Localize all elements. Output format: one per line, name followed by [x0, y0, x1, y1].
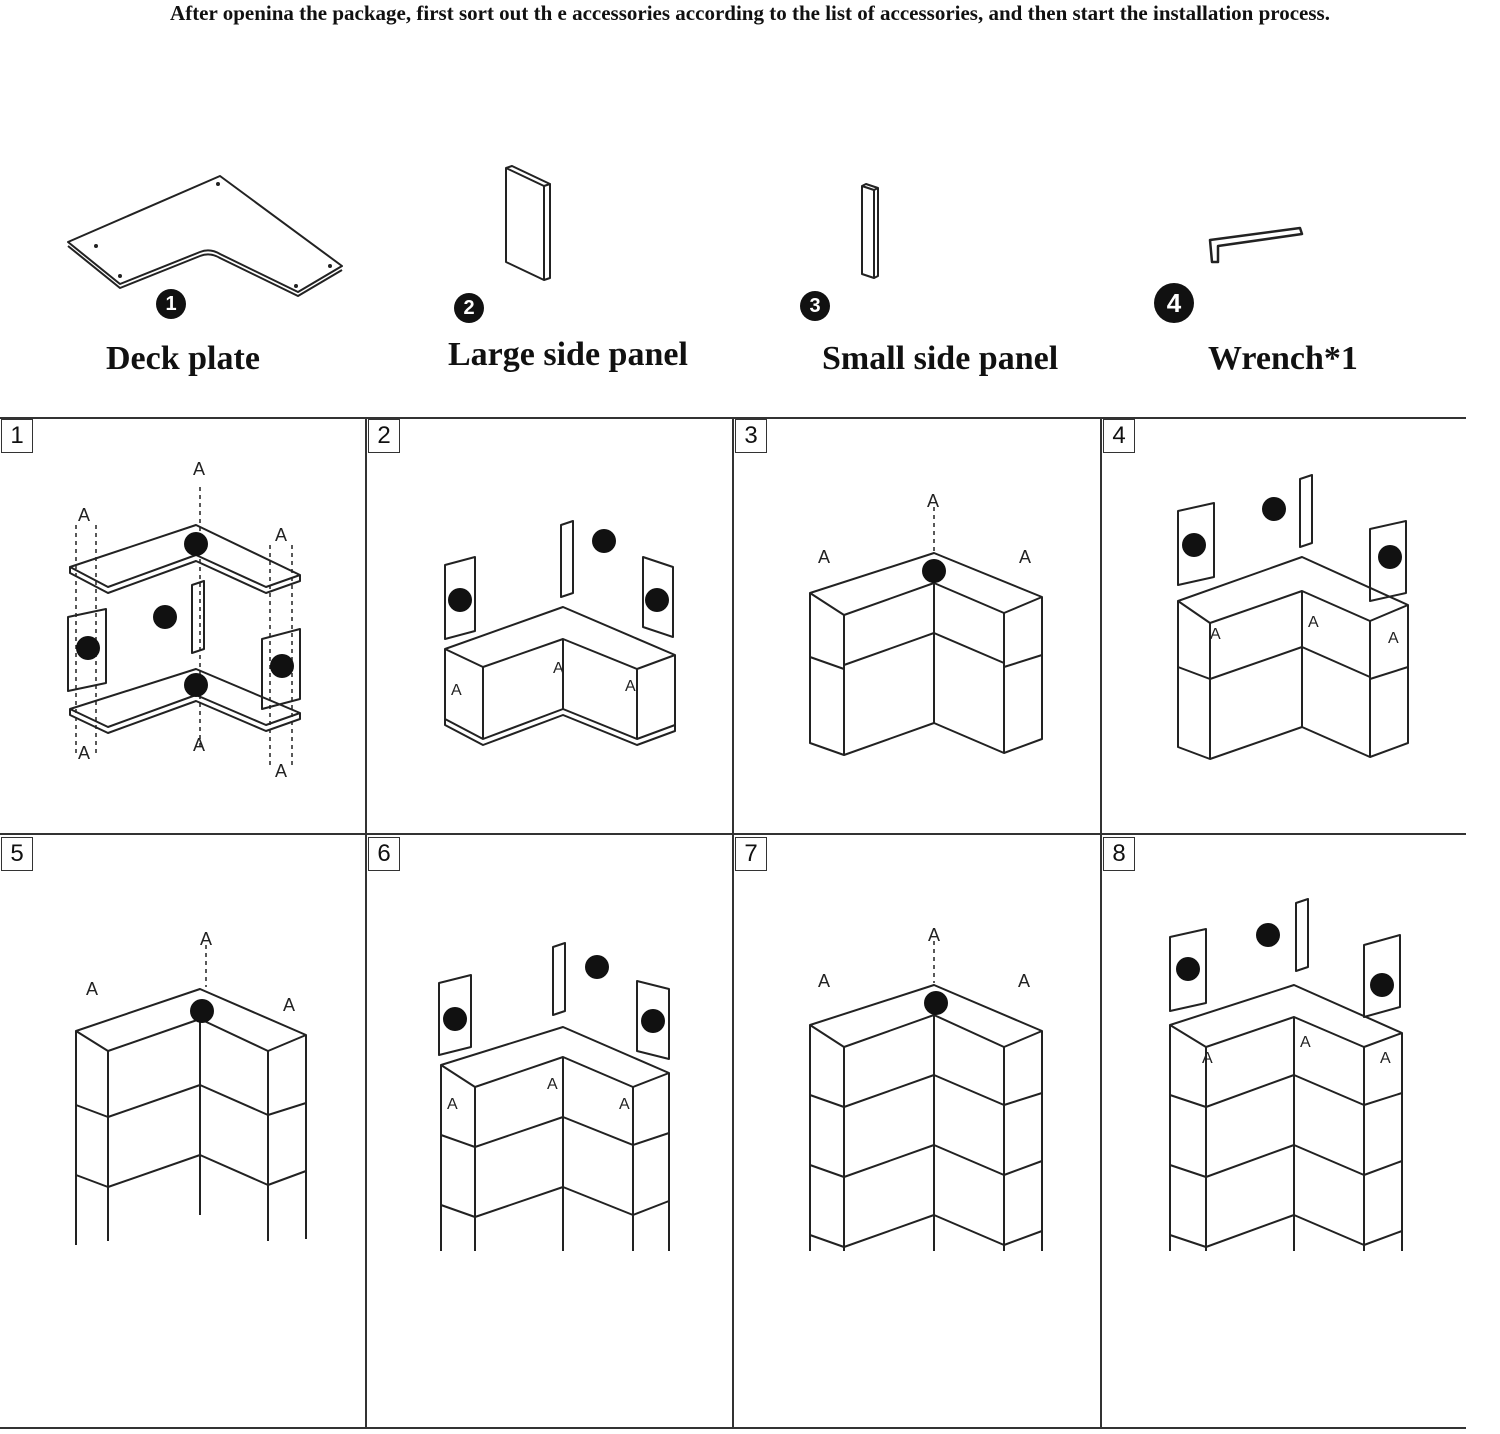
step-6-diagram: A A A — [438, 942, 670, 1251]
svg-text:A: A — [275, 525, 287, 545]
step-number: 4 — [1103, 419, 1135, 453]
svg-text:A: A — [1018, 971, 1030, 991]
assembly-step-5: 5 A A A — [0, 835, 366, 1251]
assembly-step-4: 4 A A A — [1102, 417, 1468, 833]
assembly-step-3: 3 A A A — [734, 417, 1100, 833]
step-8-diagram: AAA — [1169, 898, 1403, 1251]
svg-text:A: A — [1202, 1050, 1213, 1067]
step-7-diagram: A A A — [809, 925, 1043, 1251]
svg-text:A: A — [275, 761, 287, 781]
part-number-badge: 3 — [800, 291, 830, 321]
step-number: 7 — [735, 837, 767, 871]
part-wrench: 4 Wrench*1 — [1140, 150, 1500, 400]
svg-text:A: A — [451, 682, 462, 699]
assembly-step-2: 2 A A A — [367, 417, 733, 833]
assembly-step-8: 8 A A A — [1102, 835, 1468, 1251]
svg-text:A: A — [200, 929, 212, 949]
part-name: Large side panel — [448, 336, 688, 373]
large-side-panel-icon — [505, 165, 551, 281]
svg-text:A: A — [78, 743, 90, 763]
part-name: Small side panel — [822, 340, 1059, 377]
grid-line — [365, 417, 367, 1429]
assembly-step-1: 1 A A A A A A — [0, 417, 366, 833]
part-name: Wrench*1 — [1208, 340, 1358, 377]
svg-text:A: A — [818, 547, 830, 567]
part-number-badge: 4 — [1154, 283, 1194, 323]
step-number: 3 — [735, 419, 767, 453]
grid-line — [732, 417, 734, 1429]
svg-text:A: A — [1300, 1034, 1311, 1051]
svg-text:A: A — [547, 1076, 558, 1093]
assembly-steps-grid: 1 A A A A A A — [0, 417, 1466, 1429]
part-name: Deck plate — [106, 340, 260, 377]
assembly-step-7: 7 A A A — [734, 835, 1100, 1251]
grid-line — [1100, 417, 1102, 1429]
svg-text:A: A — [193, 735, 205, 755]
svg-text:A: A — [928, 925, 940, 945]
small-side-panel-icon — [861, 183, 879, 279]
part-large-side-panel: 2 Large side panel — [410, 150, 770, 400]
svg-text:A: A — [625, 678, 636, 695]
part-small-side-panel: 3 Small side panel — [780, 150, 1140, 400]
svg-text:A: A — [86, 979, 98, 999]
step-1-exploded-diagram: A A A A A A — [67, 459, 301, 781]
wrench-icon — [1208, 226, 1304, 264]
step-2-diagram: A A A — [444, 520, 676, 746]
svg-text:A: A — [78, 505, 90, 525]
step-number: 8 — [1103, 837, 1135, 871]
svg-text:A: A — [283, 995, 295, 1015]
step-3-diagram: A A A — [809, 491, 1043, 756]
svg-text:A: A — [818, 971, 830, 991]
deck-plate-icon — [67, 175, 343, 297]
step-4-diagram: AAA — [1177, 474, 1409, 760]
svg-text:A: A — [927, 491, 939, 511]
svg-text:A: A — [1380, 1050, 1391, 1067]
intro-instruction: After openina the package, first sort ou… — [170, 1, 1330, 25]
step-5-diagram: A A A — [75, 929, 307, 1245]
svg-text:A: A — [1388, 630, 1399, 647]
assembly-step-6: 6 A A A — [367, 835, 733, 1251]
svg-text:A: A — [1308, 614, 1319, 631]
step-number: 1 — [1, 419, 33, 453]
step-number: 5 — [1, 837, 33, 871]
svg-text:A: A — [1210, 626, 1221, 643]
svg-text:A: A — [1019, 547, 1031, 567]
svg-text:A: A — [553, 660, 564, 677]
step-number: 6 — [368, 837, 400, 871]
part-deck-plate: 1 Deck plate — [40, 150, 400, 400]
svg-text:A: A — [193, 459, 205, 479]
part-number-badge: 2 — [454, 293, 484, 323]
step-number: 2 — [368, 419, 400, 453]
svg-text:A: A — [447, 1096, 458, 1113]
svg-text:A: A — [619, 1096, 630, 1113]
part-number-badge: 1 — [156, 289, 186, 319]
